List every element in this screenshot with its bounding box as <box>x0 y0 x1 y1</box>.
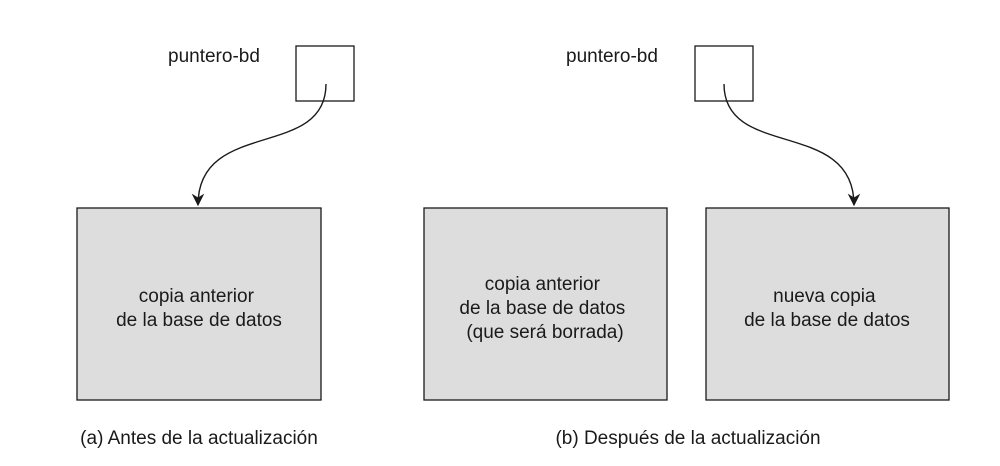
panel-b: puntero-bd copia anterior de la base de … <box>423 45 950 449</box>
db-box-old-b-text: copia anterior de la base de datos (que … <box>459 274 630 343</box>
caption-b: (b) Después de la actualización <box>555 428 820 449</box>
pointer-arrow-a <box>191 83 327 207</box>
db-box-old-a <box>76 207 322 401</box>
panel-a: puntero-bd copia anterior de la base de … <box>76 45 355 449</box>
db-box-old-a-text: copia anterior de la base de datos <box>116 286 282 331</box>
db-box-new-b <box>705 207 950 401</box>
db-box-old-b <box>423 207 668 401</box>
db-box-new-b-line-1: nueva copia <box>773 286 876 307</box>
caption-a: (a) Antes de la actualización <box>80 428 318 449</box>
db-box-old-a-line-1: copia anterior <box>139 286 255 307</box>
db-box-old-b-line-3: (que será borrada) <box>466 322 623 343</box>
pointer-label-a: puntero-bd <box>168 46 260 67</box>
db-box-new-b-line-2: de la base de datos <box>744 310 910 331</box>
db-box-new-b-text: nueva copia de la base de datos <box>744 286 910 331</box>
db-box-old-b-line-2: de la base de datos <box>459 298 625 319</box>
db-box-old-a-line-2: de la base de datos <box>116 310 282 331</box>
pointer-arrow-b <box>723 83 861 207</box>
pointer-label-b: puntero-bd <box>566 46 658 67</box>
db-box-old-b-line-1: copia anterior <box>485 274 601 295</box>
